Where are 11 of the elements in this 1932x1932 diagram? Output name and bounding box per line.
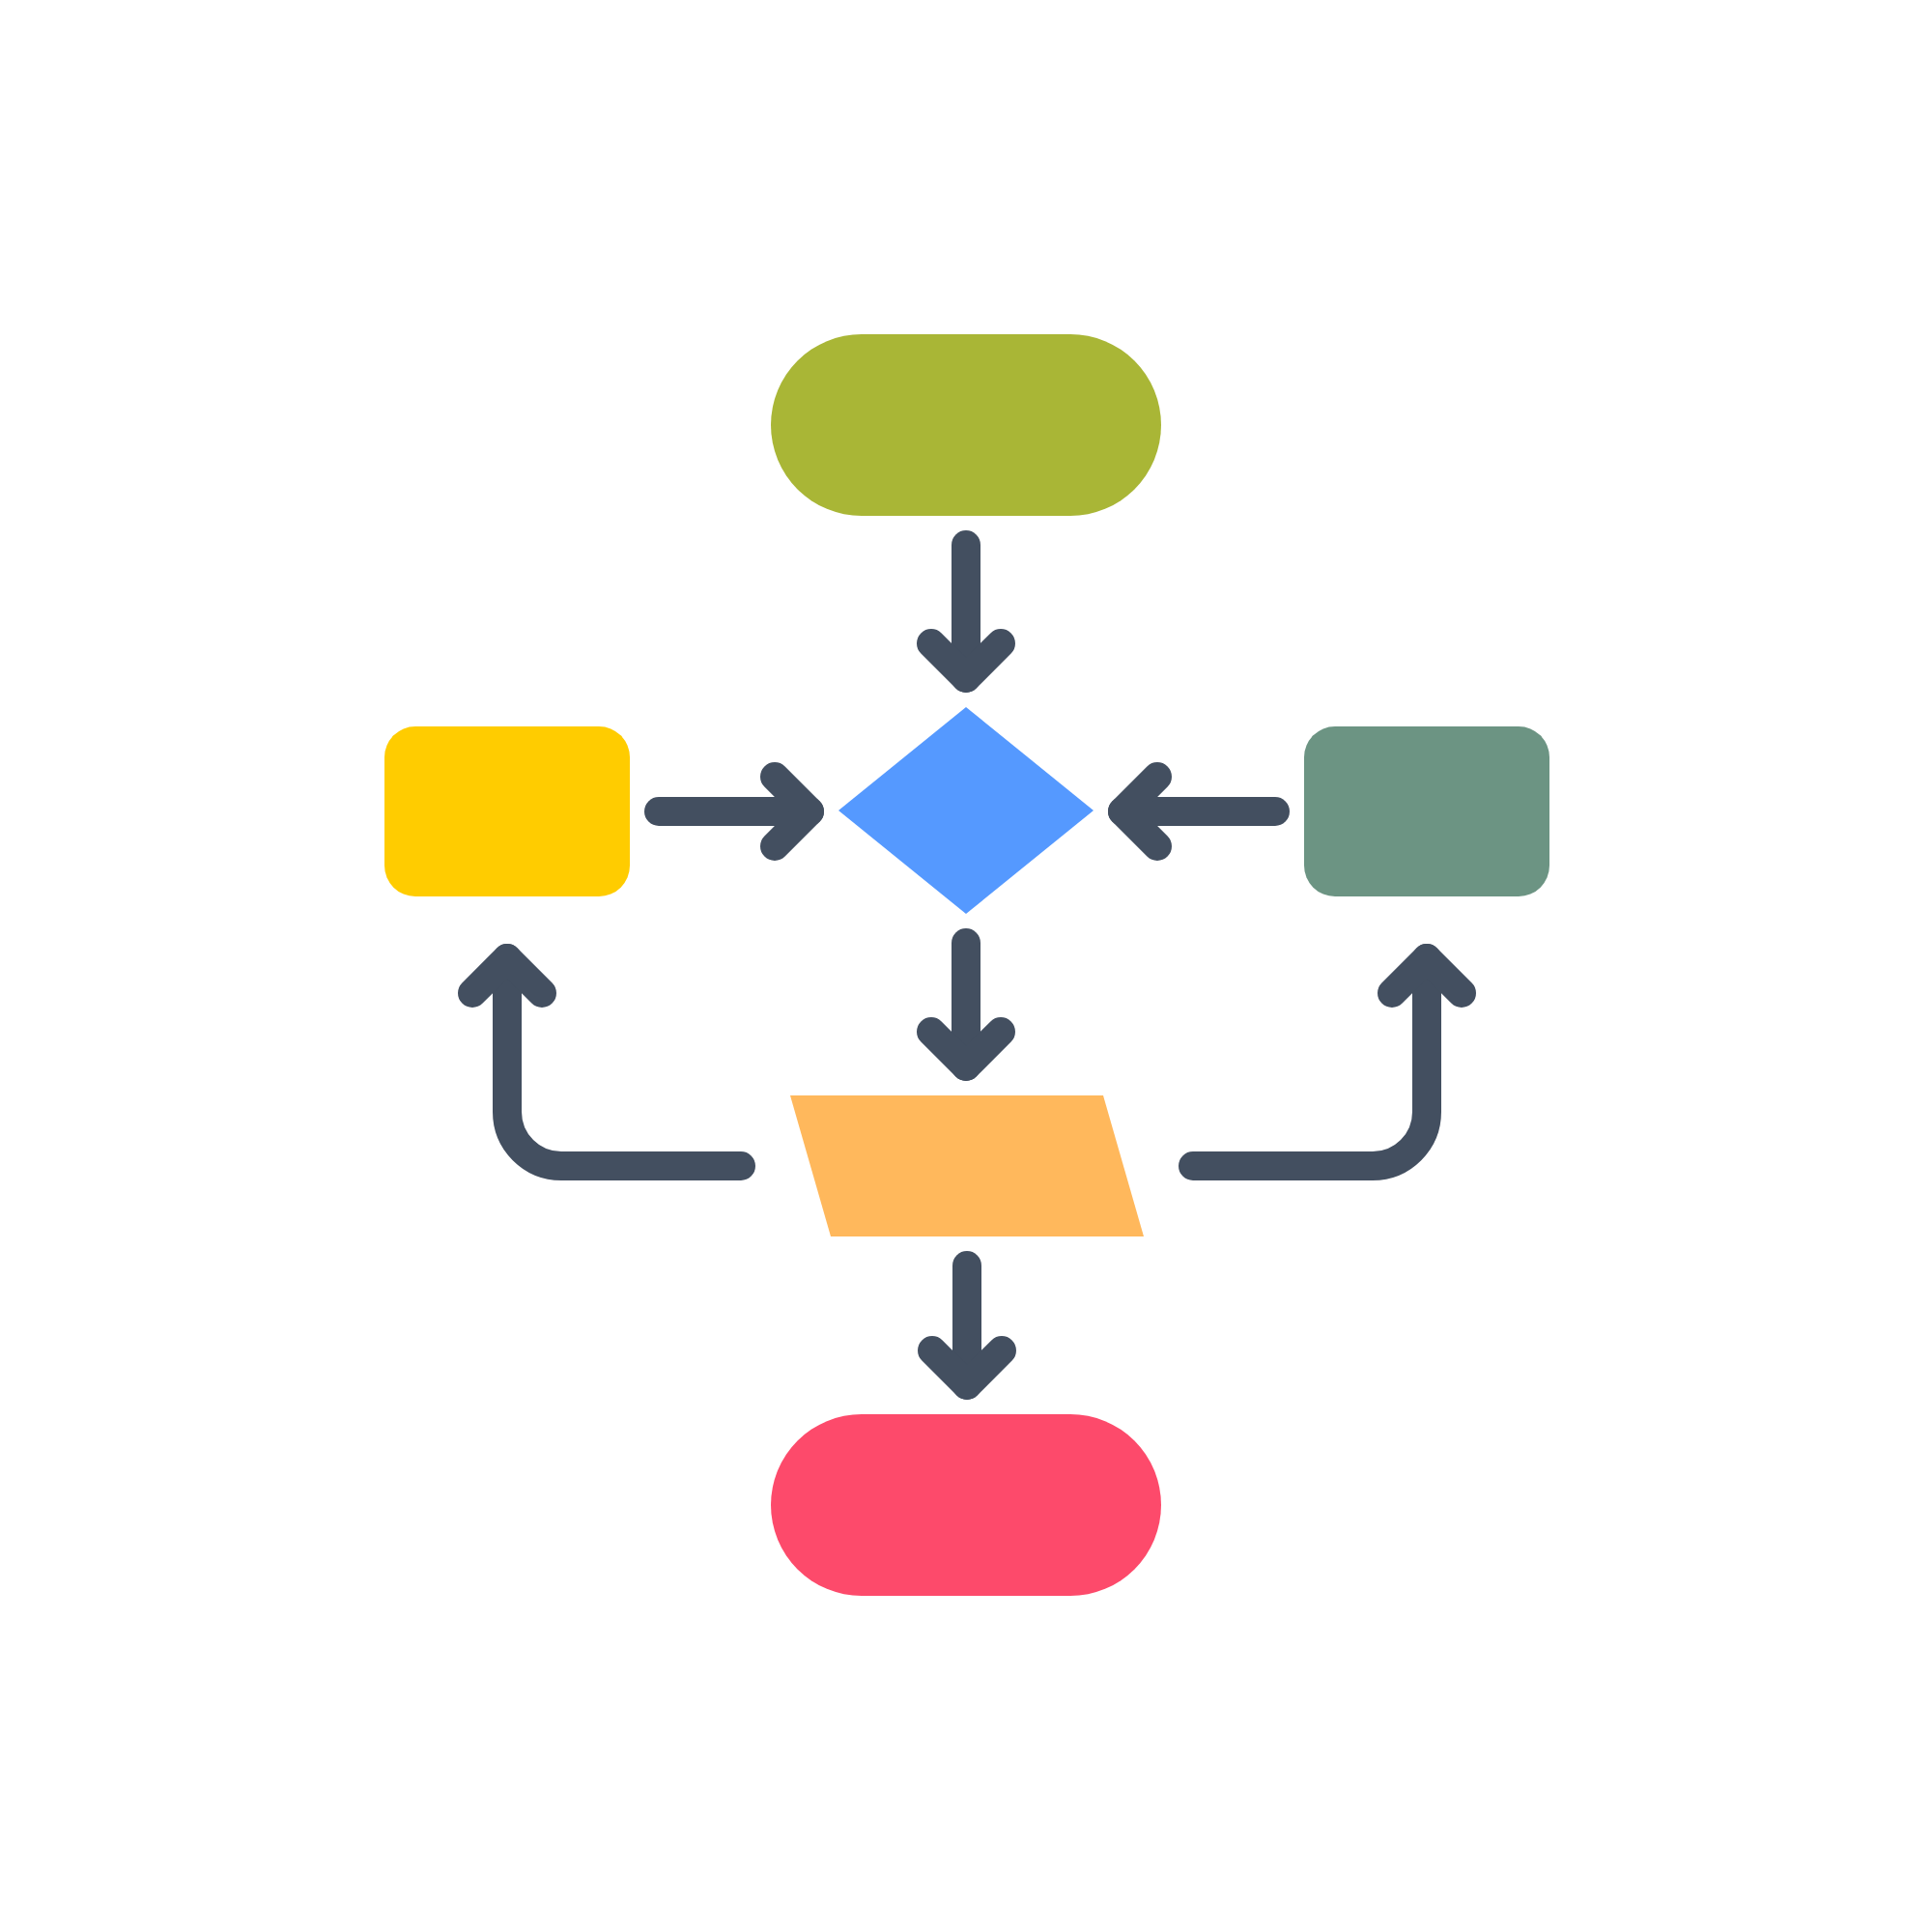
arrow — [644, 762, 824, 861]
arrow — [1179, 944, 1476, 1180]
arrow — [918, 1251, 1016, 1400]
arrow — [917, 928, 1015, 1081]
arrow — [1108, 762, 1290, 861]
process-box — [1304, 726, 1549, 896]
process-box — [384, 726, 630, 896]
data-parallelogram — [790, 1095, 1144, 1236]
arrow — [458, 944, 755, 1180]
arrow — [917, 530, 1015, 693]
decision-diamond — [838, 707, 1094, 914]
